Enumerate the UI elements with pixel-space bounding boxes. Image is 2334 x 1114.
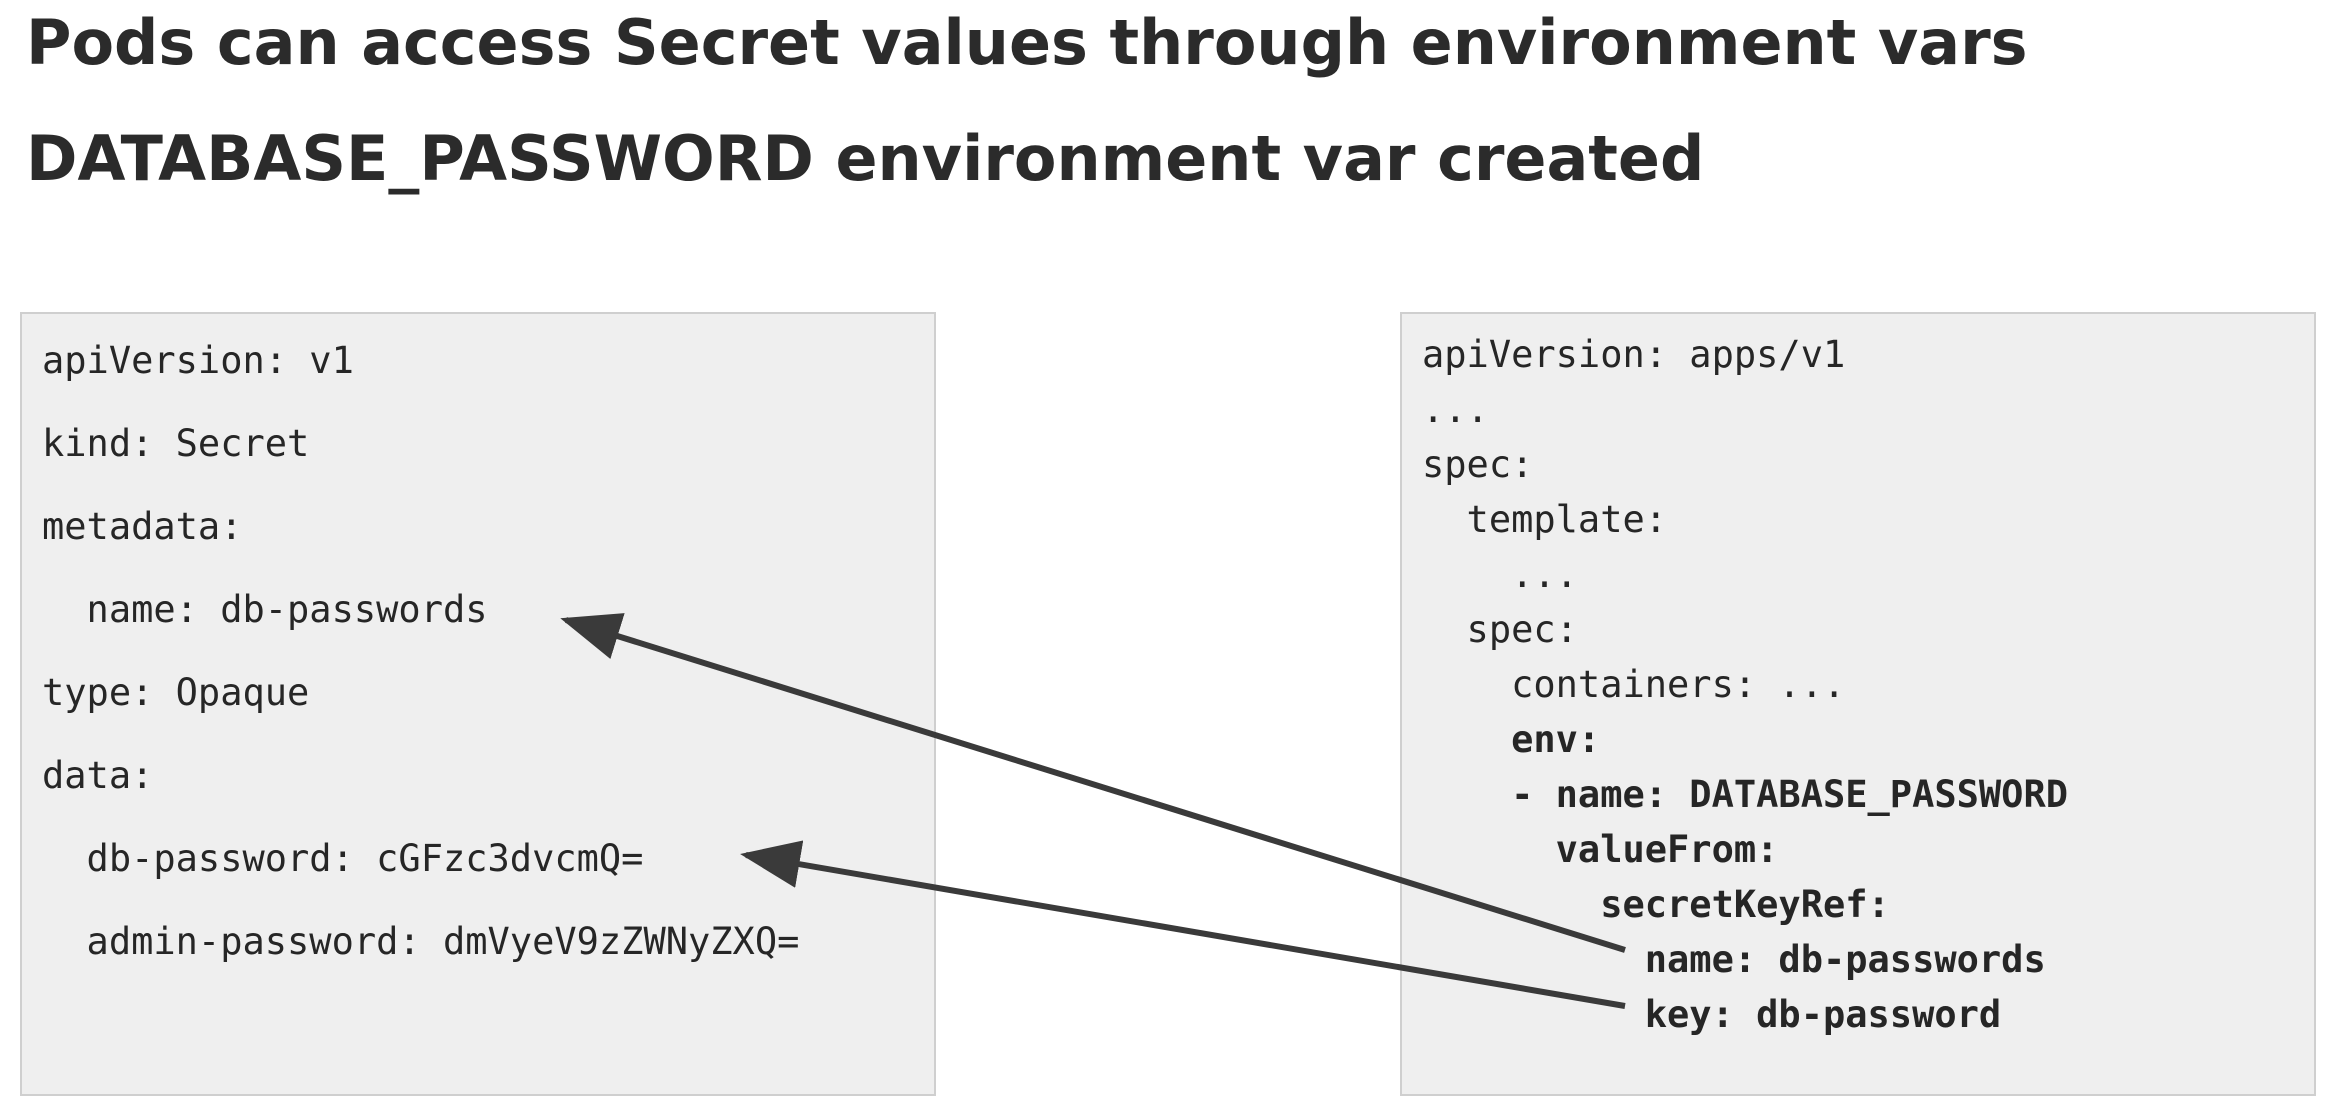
code-line-api-version: apiVersion: v1: [42, 339, 354, 382]
code-line-template: template:: [1422, 498, 1668, 541]
slide-title: Pods can access Secret values through en…: [26, 6, 2028, 79]
secret-yaml-panel: apiVersion: v1 kind: Secret metadata: na…: [20, 312, 936, 1096]
code-line-admin-password: admin-password: dmVyeV9zZWNyZXQ=: [42, 920, 800, 963]
code-line-value-from: valueFrom:: [1422, 828, 1779, 871]
code-line-pod-spec: spec:: [1422, 608, 1578, 651]
code-line-env: env:: [1422, 718, 1601, 761]
code-line-spec: spec:: [1422, 443, 1534, 486]
code-line-api-version: apiVersion: apps/v1: [1422, 333, 1846, 376]
code-line-ref-key: key: db-password: [1422, 993, 2002, 1036]
code-line-db-password: db-password: cGFzc3dvcmQ=: [42, 837, 644, 880]
code-line-type: type: Opaque: [42, 671, 310, 714]
code-line-metadata: metadata:: [42, 505, 243, 548]
code-line-kind: kind: Secret: [42, 422, 310, 465]
code-line-ellipsis: ...: [1422, 388, 1489, 431]
code-line-containers: containers: ...: [1422, 663, 1846, 706]
code-line-template-ellipsis: ...: [1422, 553, 1578, 596]
deployment-yaml-panel: apiVersion: apps/v1 ... spec: template: …: [1400, 312, 2316, 1096]
code-line-env-name: - name: DATABASE_PASSWORD: [1422, 773, 2069, 816]
code-line-secret-name: name: db-passwords: [42, 588, 488, 631]
slide-subtitle: DATABASE_PASSWORD environment var create…: [26, 122, 1705, 195]
code-line-secret-key-ref: secretKeyRef:: [1422, 883, 1890, 926]
code-line-ref-name: name: db-passwords: [1422, 938, 2046, 981]
code-line-data: data:: [42, 754, 154, 797]
